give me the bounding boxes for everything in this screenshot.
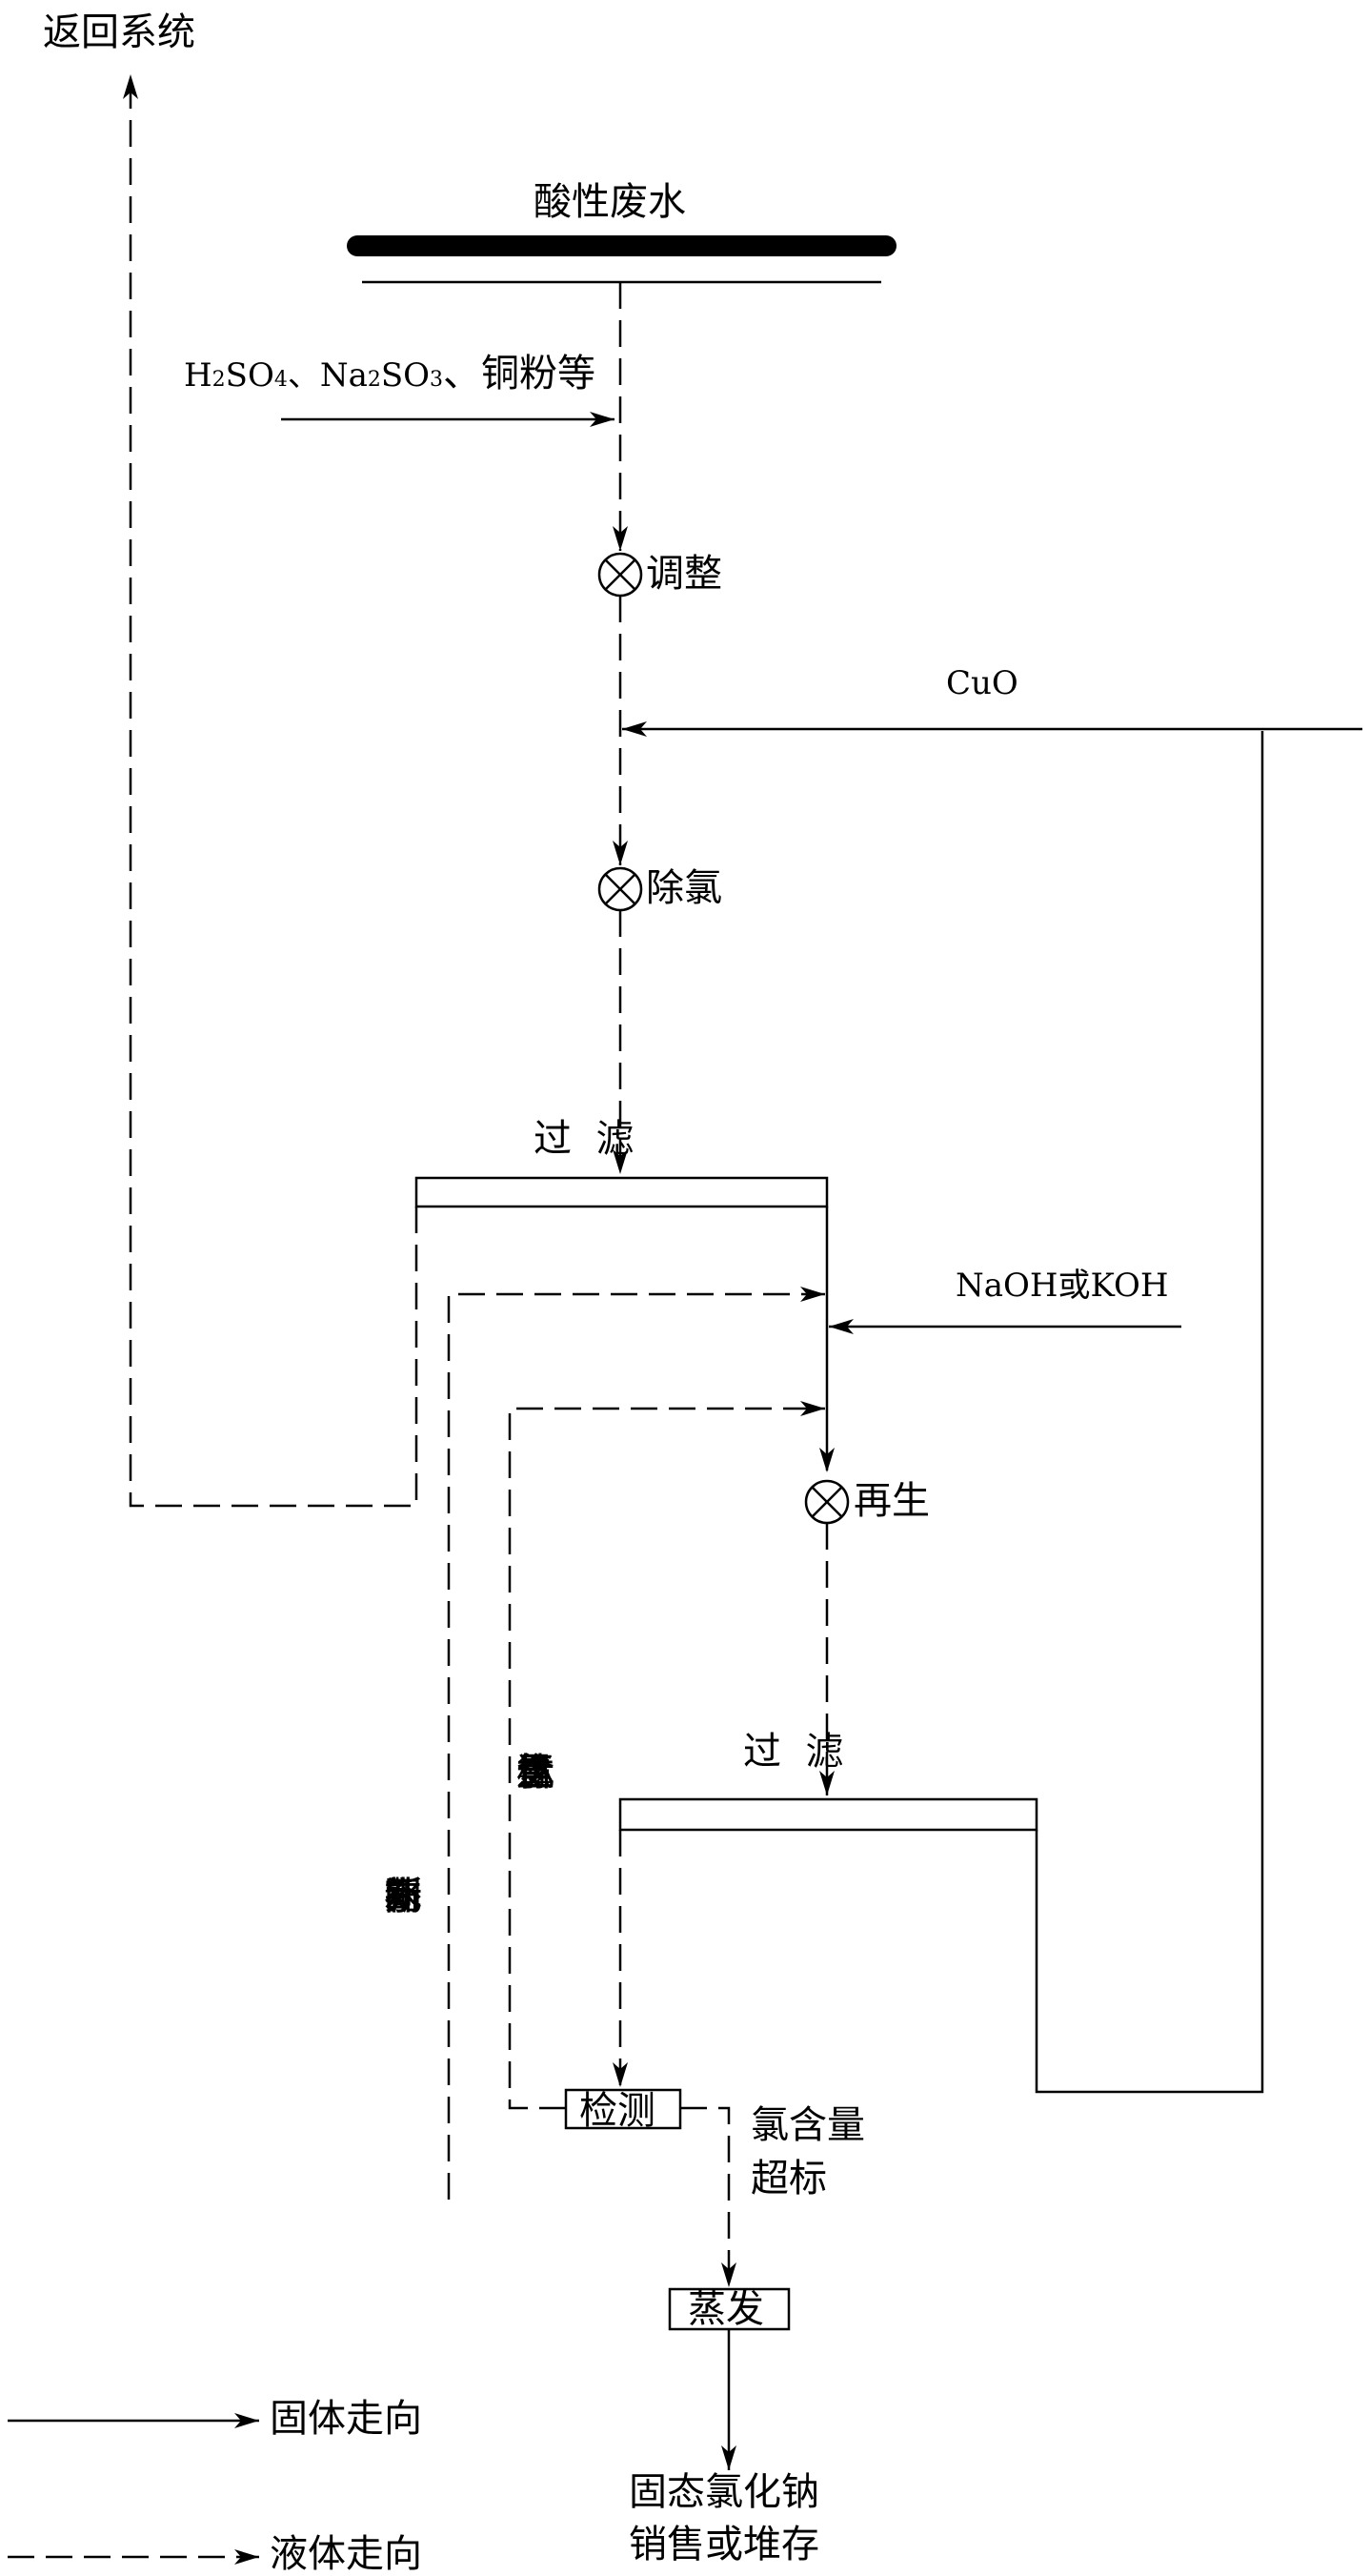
adjust-label: 调整 [646, 552, 722, 596]
dechlorinate-label: 除氯 [646, 866, 722, 910]
naoh-label: NaOH或KOH [956, 1267, 1169, 1305]
filter-2-label: 过 滤 [743, 1730, 844, 1774]
detect-label: 检测 [579, 2089, 655, 2133]
chlorine-exceed-label-2: 超标 [751, 2157, 827, 2201]
legend-liquid-label: 液体走向 [270, 2532, 422, 2576]
return-system-label: 返回系统 [43, 10, 195, 54]
cuo-recycle-line [1035, 731, 1264, 2094]
filter-1-box [414, 1176, 829, 1208]
liquid-flow-to-evaporate [680, 2106, 736, 2287]
legend-solid-label: 固体走向 [270, 2397, 422, 2441]
fresh-water-line [447, 1287, 825, 2200]
acid-wastewater-label: 酸性废水 [534, 180, 686, 224]
filter-1-label: 过 滤 [534, 1117, 635, 1161]
dechlorinate-node-icon [597, 866, 643, 912]
reagents-label: H2SO4、Na2SO3、铜粉等 [184, 352, 596, 396]
adjust-node-icon [597, 552, 643, 598]
chlorine-exceed-label-1: 氯含量 [751, 2103, 865, 2147]
product-label-1: 固态氯化钠 [629, 2470, 819, 2514]
regenerate-label: 再生 [854, 1479, 930, 1523]
product-label-2: 销售或堆存 [629, 2523, 819, 2566]
filtrate-return-line [123, 74, 418, 1508]
filter-2-box [618, 1797, 1038, 1832]
evaporate-label: 蒸发 [688, 2287, 764, 2331]
cuo-label: CuO [946, 664, 1018, 702]
regenerate-node-icon [804, 1479, 850, 1525]
chlorine-ok-recycle-line [508, 1401, 825, 2110]
